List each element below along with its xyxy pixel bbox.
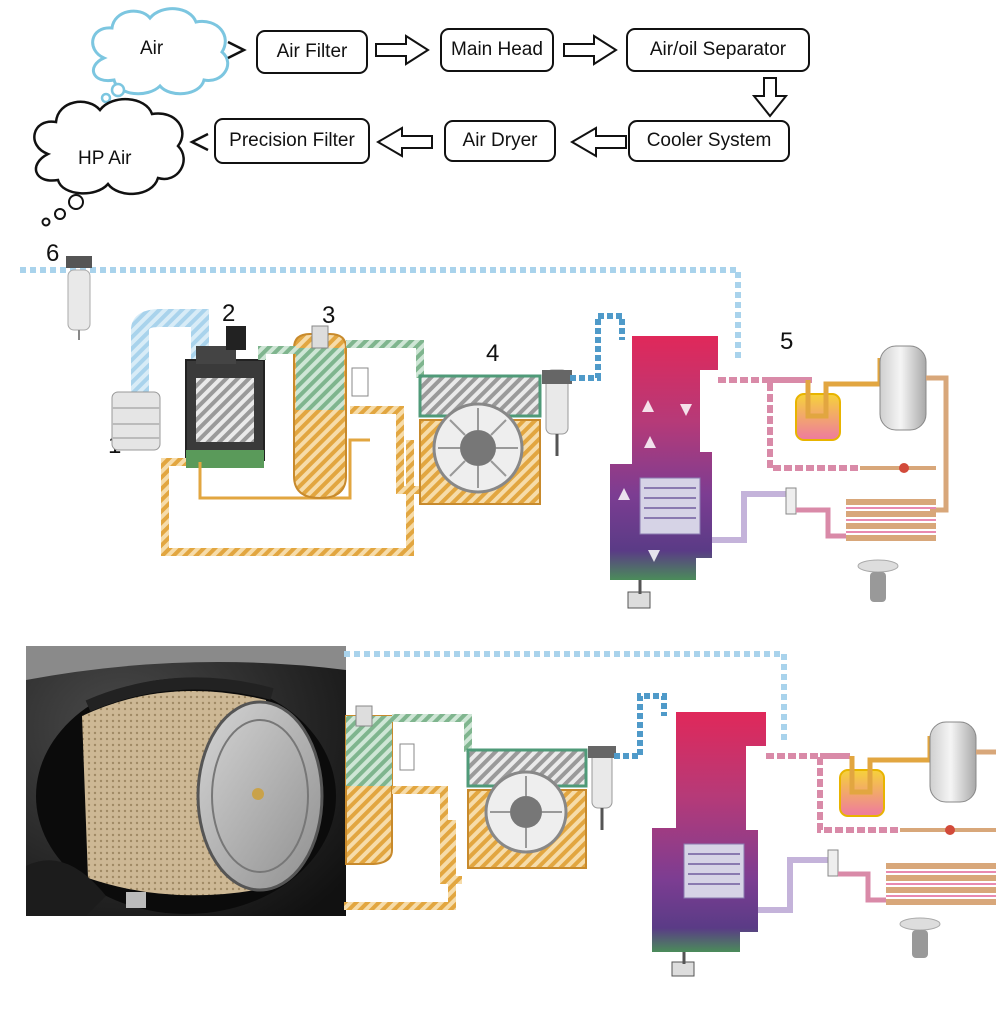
precision-filter-body — [67, 269, 91, 331]
condenser-coil — [846, 499, 936, 541]
callout-2: 2 — [222, 300, 236, 327]
compressed-air-line-to-dryer — [614, 693, 667, 759]
discharge-line-green — [258, 346, 296, 360]
flow-box-air-filter: Air Filter — [256, 30, 368, 74]
oil-line-inner — [198, 438, 370, 500]
chevron-left-icon — [189, 132, 209, 152]
air-dryer-exchanger — [652, 712, 766, 952]
hp-air-cloud-bubble — [68, 194, 84, 210]
air-source-label: Air — [140, 38, 164, 59]
main-head-rotor — [196, 378, 254, 442]
separator-element — [311, 325, 329, 349]
arrow-right-icon — [375, 34, 430, 66]
condenser-coil — [886, 863, 996, 905]
air-dryer-exchanger — [610, 336, 718, 580]
compressed-air-line-to-dryer — [570, 313, 625, 381]
hp-air-cloud-bubble — [54, 208, 66, 220]
intake-valve — [196, 346, 236, 364]
arrow-right-icon — [563, 34, 618, 66]
intake-silencer — [111, 391, 161, 451]
flow-chart-shapes — [33, 7, 789, 227]
dryer-drain — [671, 961, 695, 977]
hp-air-output-label: HP Air — [78, 148, 132, 169]
air-filter-cartridge-photo — [26, 646, 346, 916]
flow-box-cooler-system: Cooler System — [628, 120, 790, 162]
solenoid — [226, 326, 246, 350]
oil-line-right — [350, 406, 420, 494]
compressed-air-line-to-cooler — [346, 340, 424, 378]
arrow-left-icon — [570, 126, 627, 158]
air-cloud-bubble — [100, 92, 112, 104]
arrow-left-icon — [376, 126, 433, 158]
callout-4: 4 — [486, 340, 500, 367]
compressed-air-return-line — [344, 651, 787, 740]
expansion-valve — [899, 463, 909, 473]
dryer-outlet-line — [712, 491, 790, 543]
hp-air-cloud-bubble — [41, 217, 51, 227]
callout-6: 6 — [46, 240, 60, 267]
flow-box-air-dryer: Air Dryer — [444, 120, 556, 162]
intake-pipe — [131, 309, 209, 420]
refrigerant-line-right — [926, 375, 949, 513]
dryer-filter — [827, 849, 839, 877]
flow-box-precision-filter: Precision Filter — [214, 118, 370, 164]
refrigerant-compressor — [929, 721, 977, 803]
condenser-fan — [899, 917, 941, 958]
flow-box-main-head: Main Head — [440, 28, 554, 72]
dryer-evaporator — [683, 843, 745, 899]
compressor-system-schematic-detail — [344, 651, 996, 977]
compressor-system-schematic — [20, 256, 949, 609]
oil-return-line — [161, 440, 414, 556]
air-cloud — [91, 7, 230, 96]
condenser-fan — [857, 559, 899, 602]
arrow-down-icon — [751, 77, 789, 118]
oil-return-line — [344, 820, 456, 910]
hp-air-cloud — [33, 97, 185, 196]
expansion-valve — [945, 825, 955, 835]
dryer-drain — [627, 591, 651, 609]
callout-5: 5 — [780, 328, 794, 355]
compressed-air-line-to-cooler — [392, 714, 472, 752]
air-cloud-bubble — [110, 82, 126, 98]
refrigerant-line-top — [718, 377, 860, 471]
dryer-outlet-line — [758, 857, 830, 913]
oil-filter — [351, 367, 369, 397]
callout-3: 3 — [322, 302, 336, 329]
chevron-right-icon — [227, 40, 247, 60]
flow-box-air-oil-separator: Air/oil Separator — [626, 28, 810, 72]
precision-filter-head — [66, 256, 92, 268]
dryer-filter — [785, 487, 797, 515]
refrigerant-line-top — [766, 753, 900, 833]
refrigerant-compressor — [879, 345, 927, 431]
dryer-evaporator — [639, 477, 701, 535]
